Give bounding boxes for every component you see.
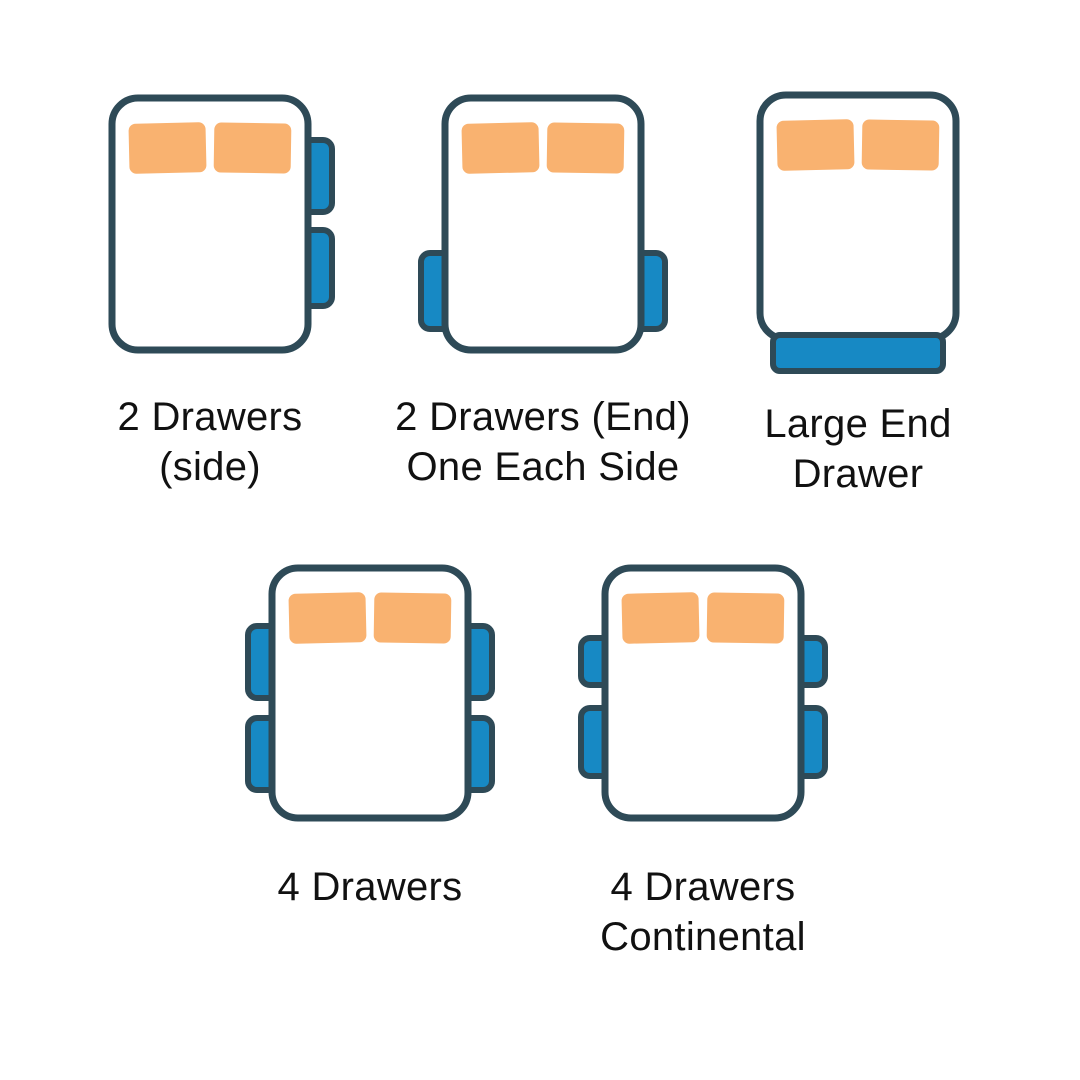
end-drawer-icon [770, 332, 946, 374]
caption-line: 4 Drawers [610, 865, 796, 909]
figure-large-end-drawer: Large End Drawer [693, 85, 1023, 499]
caption-line: One Each Side [406, 445, 680, 489]
figure-caption: 2 Drawers (side) [118, 392, 303, 492]
pillow-icon [288, 592, 367, 644]
pillow-icon [706, 592, 785, 644]
bed-top-view-icon [756, 91, 960, 374]
figure-two-drawers-end-one-each-side: 2 Drawers (End) One Each Side [378, 88, 708, 492]
pillow-icon [776, 119, 855, 171]
caption-line: Continental [600, 915, 806, 959]
figure-caption: 4 Drawers Continental [600, 862, 806, 962]
figure-four-drawers: 4 Drawers [205, 558, 535, 912]
bed-top-view-icon [578, 564, 828, 822]
caption-line: Drawer [792, 452, 924, 496]
pillow-icon [546, 122, 625, 174]
bed-top-view-icon [108, 94, 335, 354]
caption-line: 2 Drawers (End) [395, 395, 691, 439]
pillow-icon [213, 122, 292, 174]
caption-line: (side) [159, 445, 261, 489]
pillow-icon [621, 592, 700, 644]
figure-caption: 4 Drawers [278, 862, 463, 912]
bed-top-view-icon [418, 94, 668, 354]
pillow-icon [373, 592, 452, 644]
figure-two-drawers-side: 2 Drawers (side) [45, 88, 375, 492]
pillow-icon [461, 122, 540, 174]
figure-four-drawers-continental: 4 Drawers Continental [538, 558, 868, 962]
figure-caption: Large End Drawer [764, 399, 951, 499]
caption-line: 2 Drawers [117, 395, 303, 439]
pillow-icon [861, 119, 940, 171]
caption-line: 4 Drawers [277, 865, 463, 909]
caption-line: Large End [764, 402, 952, 446]
bed-top-view-icon [245, 564, 495, 822]
figure-caption: 2 Drawers (End) One Each Side [395, 392, 691, 492]
pillow-icon [128, 122, 207, 174]
